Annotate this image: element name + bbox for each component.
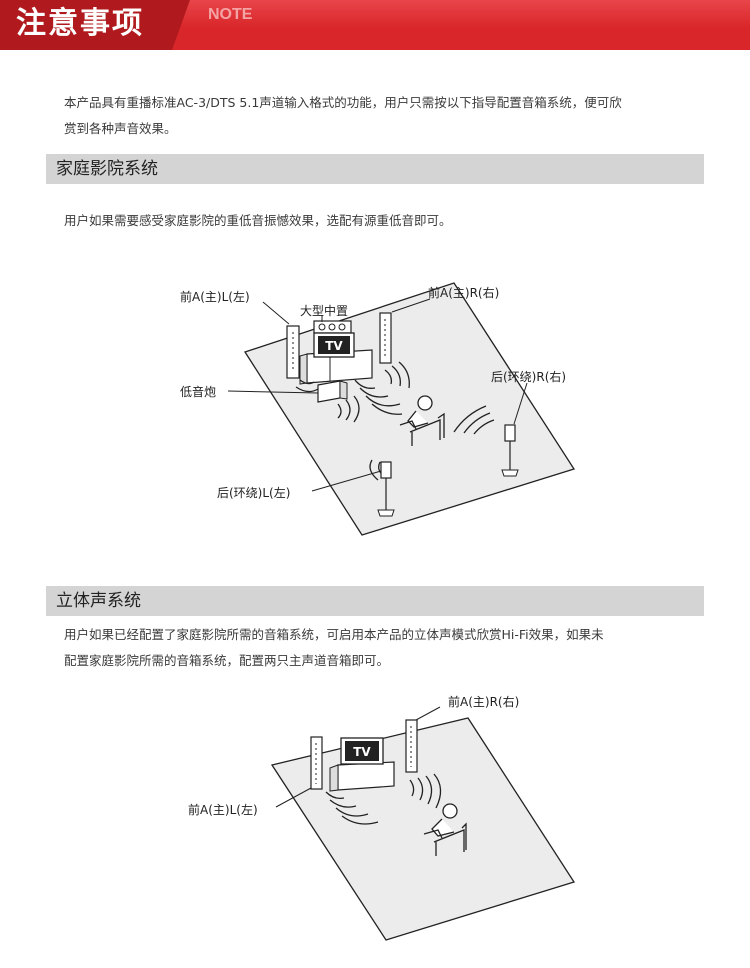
label-subwoofer: 低音炮 — [180, 384, 216, 399]
floor-plane — [244, 282, 576, 536]
label-front-left: 前A(主)L(左) — [180, 289, 250, 304]
tv-label: TV — [353, 745, 371, 759]
section-home-theater-bar: 家庭影院系统 — [46, 154, 704, 184]
front-right-speaker-icon — [405, 719, 418, 773]
intro-paragraph: 本产品具有重播标准AC-3/DTS 5.1声道输入格式的功能，用户只需按以下指导… — [64, 90, 714, 142]
stereo-line-2: 配置家庭影院所需的音箱系统，配置两只主声道音箱即可。 — [64, 653, 390, 668]
section-stereo-text: 用户如果已经配置了家庭影院所需的音箱系统，可启用本产品的立体声模式欣赏Hi-Fi… — [64, 622, 714, 674]
rear-right-speaker-icon — [501, 424, 519, 477]
rear-left-speaker-icon — [377, 461, 395, 517]
label-front-right: 前A(主)R(右) — [428, 285, 499, 300]
section-home-theater-title: 家庭影院系统 — [56, 159, 158, 179]
header-note-label: NOTE — [208, 6, 253, 23]
tv-icon: TV — [313, 332, 355, 358]
front-left-speaker-icon — [310, 736, 323, 790]
listener-icon — [423, 803, 467, 856]
tv-icon: TV — [340, 737, 384, 765]
label-rear-right: 后(环绕)R(右) — [491, 369, 566, 384]
page-header: 注意事项 NOTE — [0, 0, 750, 50]
header-title-tab: 注意事项 — [0, 0, 190, 50]
sound-waves-icon — [295, 361, 495, 481]
intro-line-2: 赏到各种声音效果。 — [64, 121, 177, 136]
intro-line-1: 本产品具有重播标准AC-3/DTS 5.1声道输入格式的功能，用户只需按以下指导… — [64, 95, 622, 110]
tv-label: TV — [325, 339, 343, 353]
stereo-line-1: 用户如果已经配置了家庭影院所需的音箱系统，可启用本产品的立体声模式欣赏Hi-Fi… — [64, 627, 604, 642]
tv-stand-icon — [329, 761, 395, 792]
stereo-diagram: TV 前A(主)R(右) 前A(主)L(左) — [188, 694, 576, 941]
label-rear-left: 后(环绕)L(左) — [217, 485, 290, 500]
subwoofer-icon — [317, 380, 348, 403]
listener-icon — [399, 395, 445, 446]
label-front-right: 前A(主)R(右) — [448, 694, 519, 709]
center-speaker-icon — [313, 320, 352, 334]
section-home-theater-text: 用户如果需要感受家庭影院的重低音振憾效果，选配有源重低音即可。 — [64, 213, 452, 228]
front-left-speaker-icon — [286, 325, 300, 379]
page-title: 注意事项 — [16, 6, 144, 41]
sound-waves-icon — [325, 773, 442, 825]
section-stereo-bar: 立体声系统 — [46, 586, 704, 616]
label-center: 大型中置 — [300, 303, 348, 318]
section-stereo-title: 立体声系统 — [56, 591, 141, 611]
tv-stand-icon — [299, 349, 373, 385]
front-right-speaker-icon — [379, 312, 392, 364]
label-front-left: 前A(主)L(左) — [188, 802, 258, 817]
home-theater-diagram: TV — [180, 282, 576, 536]
